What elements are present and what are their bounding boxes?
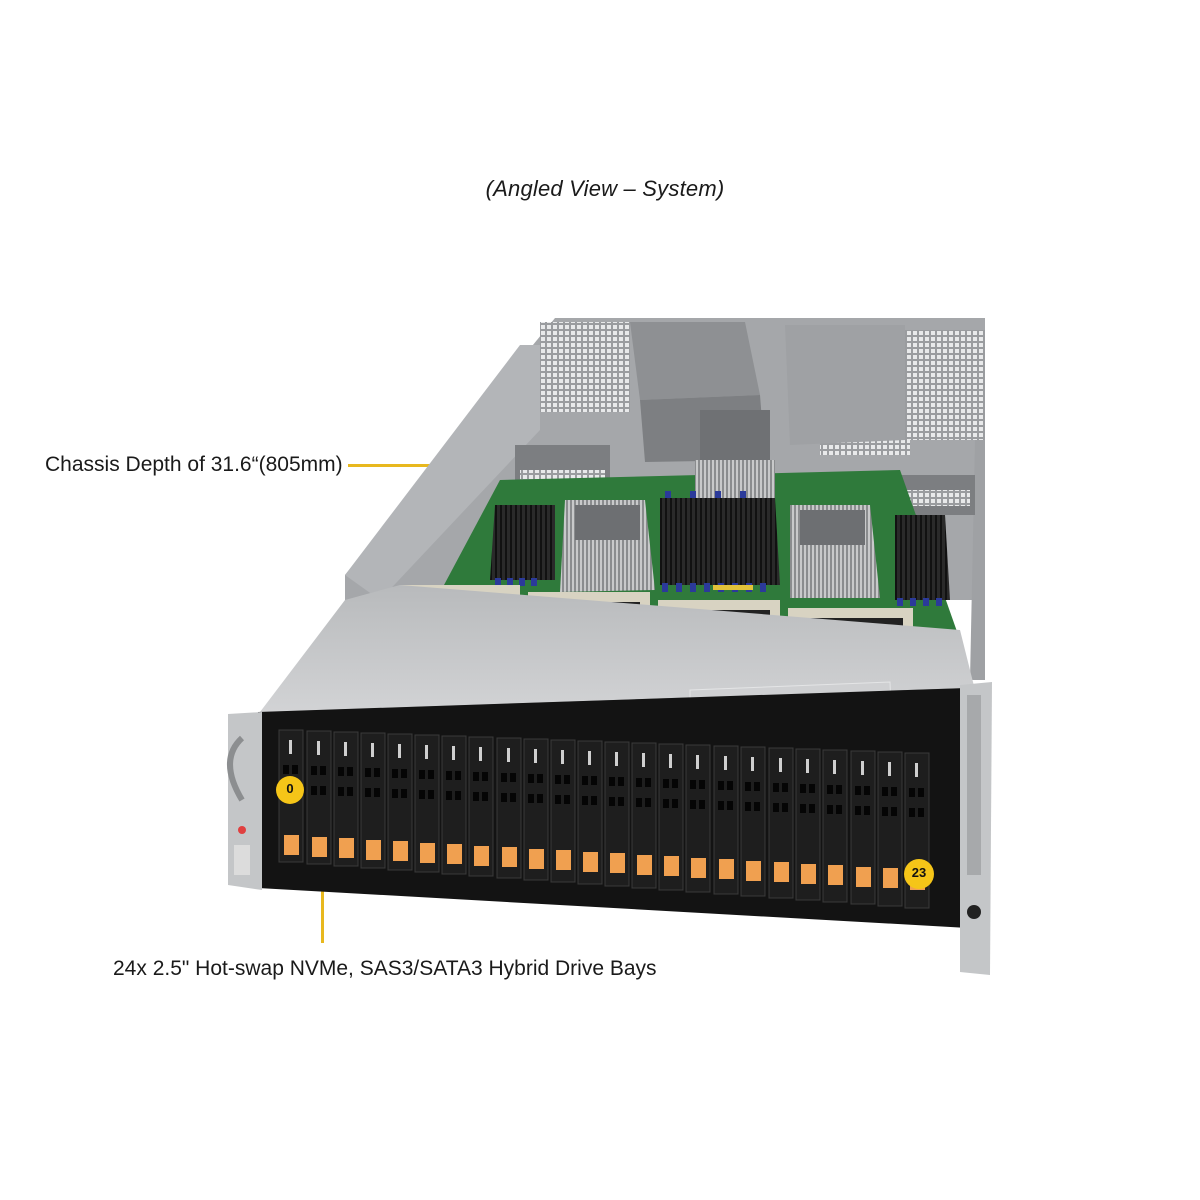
- drive-bays: [278, 729, 930, 909]
- rear-mesh-right: [905, 330, 985, 440]
- bay-badge-0-label: 0: [286, 781, 294, 796]
- drive-bays-callout: 24x 2.5" Hot-swap NVMe, SAS3/SATA3 Hybri…: [113, 957, 657, 980]
- figure-title: (Angled View – System): [485, 176, 725, 201]
- front-top-cover: [260, 585, 975, 712]
- riser-cage-right: [785, 325, 905, 445]
- rear-mesh-left: [540, 322, 630, 412]
- dimm-bank-3: [895, 515, 950, 600]
- bay-badge-23: [904, 859, 934, 889]
- power-button: [238, 826, 246, 834]
- dimm-bank-2: [660, 498, 780, 585]
- chassis-left-wall: [345, 345, 540, 600]
- riser-cage-left: [630, 322, 760, 400]
- bay-badge-0: [276, 776, 304, 804]
- drive-bays-leader-line: [321, 873, 324, 943]
- chassis-depth-leader-line: [348, 464, 446, 467]
- dimm-bank-1: [490, 505, 555, 580]
- chipset-heatsink: [695, 460, 775, 500]
- bay-badge-23-label: 23: [911, 865, 927, 880]
- chassis-depth-callout: Chassis Depth of 31.6“(805mm): [45, 453, 343, 476]
